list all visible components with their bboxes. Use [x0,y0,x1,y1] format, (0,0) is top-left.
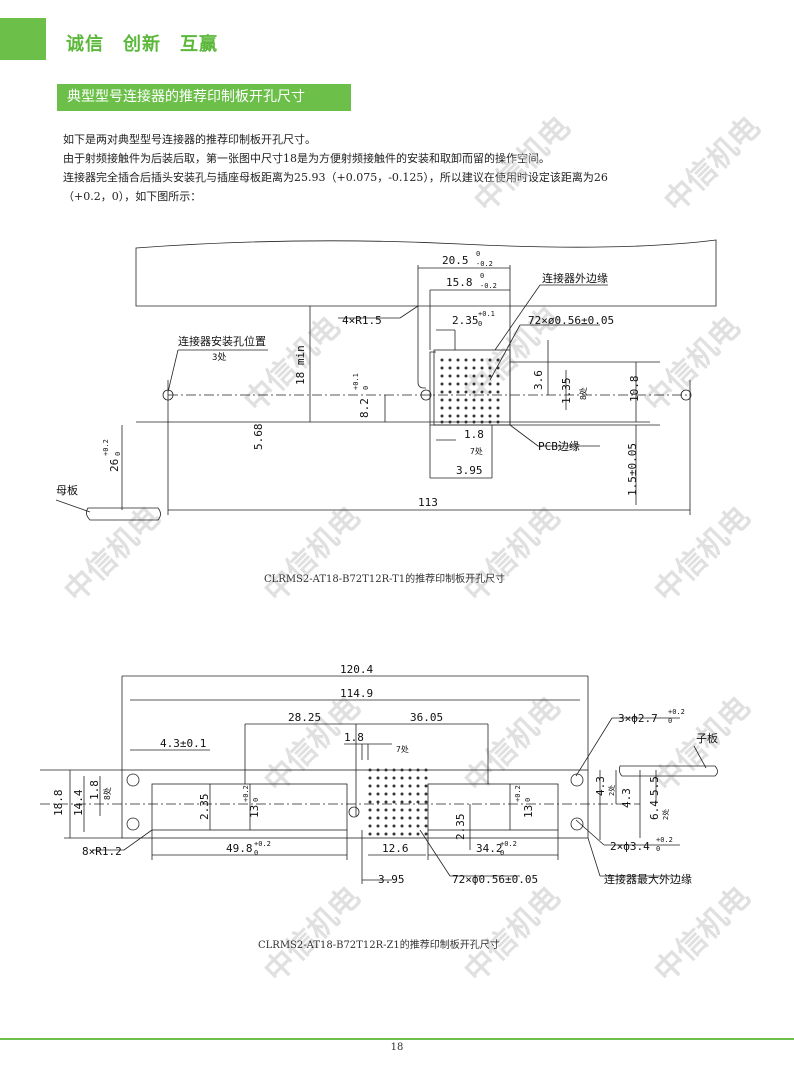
fig2-tol: +0.2 [656,836,673,844]
fig2-tol: 0 [500,849,504,857]
header-slogan: 诚信 创新 互赢 [66,34,218,55]
fig1-pin-grid [440,358,500,424]
fig1-tol: +0.2 [102,439,110,456]
fig2-tol: 0 [656,845,660,853]
fig2-dim: 36.05 [410,711,443,724]
fig2-dim: 18.8 [52,790,65,817]
fig2-dim: 13 [248,805,261,818]
fig1-tol: +0.1 [352,373,360,390]
intro-line: （+0.2，0），如下图所示： [63,190,202,203]
header-accent-tab [0,18,46,60]
intro-text: 如下是两对典型型号连接器的推荐印制板开孔尺寸。 由于射频接触件为后装后取，第一张… [63,130,608,206]
footer-rule [0,1038,794,1040]
fig2-dim: 34.2 [476,842,503,855]
fig1-dim: 1.8 [464,428,484,441]
fig2-count: 2处 [607,785,616,796]
fig1-dim: 8.2 [358,398,371,418]
fig1-tol: 0 [478,320,482,328]
fig1-tol: 0 [114,452,122,456]
fig2-dim: 1.8 [344,731,364,744]
fig1-tol: 0 [480,272,484,280]
fig2-hole-label: 2×ф3.4 [610,840,650,853]
fig1-tol: -0.2 [480,282,497,290]
fig2-tol: +0.2 [668,708,685,716]
fig2-tol: 0 [524,798,532,802]
fig2-dim: 1.8 [88,780,101,800]
fig2-dim: 2.35 [198,794,211,821]
fig2-dim: 120.4 [340,663,373,676]
fig1-dim: 1.35 [560,378,573,405]
fig2-dim: 14.4 [72,789,85,816]
fig2-caption: CLRMS2-AT18-B72T12R-Z1的推荐印制板开孔尺寸 [258,940,500,951]
intro-line: 由于射频接触件为后装后取，第一张图中尺寸18是为方便射频接触件的安装和取卸而留的… [63,152,550,165]
fig1-count: 8处 [578,387,588,400]
fig2-dim: 4.3 [620,788,633,808]
fig1-dim: 26 [108,459,121,472]
fig1-dim: 113 [418,496,438,509]
fig2-dim: 4.3±0.1 [160,737,206,750]
intro-line: 连接器完全插合后插头安装孔与插座母板距离为25.93（+0.075，-0.125… [63,171,608,184]
fig2-dim: 2.35 [454,814,467,841]
fig2-count: 7处 [396,744,409,754]
fig1-count: 7处 [470,446,483,456]
fig1-dim: 18 min [294,345,307,385]
fig1-dim: 5.68 [252,424,265,451]
fig2-tol: +0.2 [514,785,522,802]
fig1-caption: CLRMS2-AT18-B72T12R-T1的推荐印制板开孔尺寸 [264,574,506,585]
fig1-dim: 3.95 [456,464,483,477]
fig1-dim: 1.5±0.05 [626,443,639,496]
fig2-daughterboard-label: 子板 [696,731,718,745]
fig2-holes-label: 72×ф0.56±0.05 [452,873,538,886]
fig2-dim: 13 [522,805,535,818]
fig1-mount-count: 3处 [212,351,226,363]
fig2-dim: 3.95 [378,873,405,886]
fig2-dim: 5.5 [648,776,661,796]
fig1-tol: 0 [362,386,370,390]
fig2-count: 8处 [102,787,112,800]
fig1-radius-label: 4×R1.5 [342,314,382,327]
fig1-dim: 10.8 [628,376,641,403]
fig2-dim: 6.4 [648,800,661,820]
fig2-radius-label: 8×R1.2 [82,845,122,858]
fig2-dim: 49.8 [226,842,253,855]
intro-line: 如下是两对典型型号连接器的推荐印制板开孔尺寸。 [63,133,316,146]
section-title: 典型型号连接器的推荐印制板开孔尺寸 [57,84,351,111]
fig2-dim: 12.6 [382,842,409,855]
fig1-pcb-edge-label: PCB边缘 [538,440,580,453]
fig2-count: 2处 [661,809,670,820]
fig1-dim: 2.35 [452,314,479,327]
fig1-motherboard-label: 母板 [56,483,78,497]
fig2-max-edge-label: 连接器最大外边缘 [604,872,692,886]
fig1-outer-edge-label: 连接器外边缘 [542,272,608,285]
fig2-tol: 0 [254,849,258,857]
fig1-dim: 15.8 [446,276,473,289]
fig2-dim: 28.25 [288,711,321,724]
fig2-dim: 4.3 [594,776,607,796]
fig1-dim: 20.5 [442,254,469,267]
fig1-tol: 0 [476,250,480,258]
fig2-dim: 114.9 [340,687,373,700]
fig2-tol: +0.2 [254,840,271,848]
page-number: 18 [390,1042,404,1053]
fig1-tol: -0.2 [476,260,493,268]
fig2-tol: 0 [668,717,672,725]
fig2-tol: +0.2 [500,840,517,848]
fig2-hole-label: 3×ф2.7 [618,712,658,725]
fig1-tol: +0.1 [478,310,495,318]
fig1-dim: 3.6 [532,370,545,390]
fig2-tol: 0 [252,798,260,802]
fig1-mount-label: 连接器安装孔位置 [178,334,266,348]
fig2-pin-grid [368,768,428,836]
fig1-holes-label: 72×ø0.56±0.05 [528,314,614,327]
fig2-tol: +0.2 [242,785,250,802]
